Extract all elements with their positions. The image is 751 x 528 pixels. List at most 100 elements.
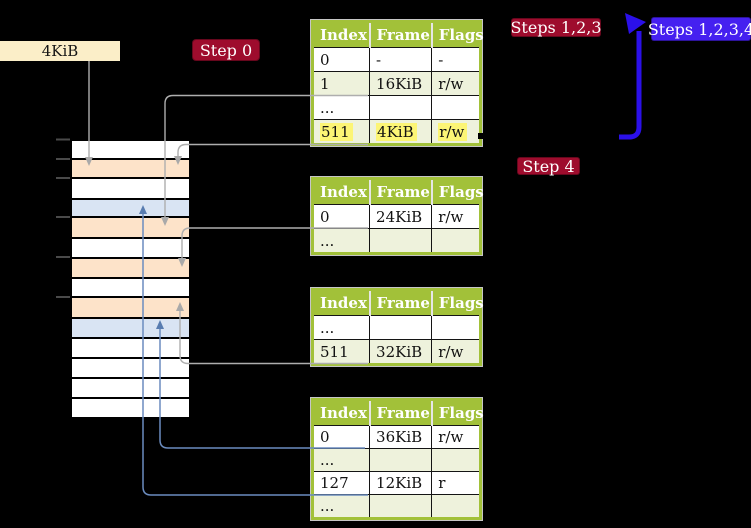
header-frame: Frame [368, 399, 432, 426]
header-flags: Flags [430, 178, 484, 205]
cell-flags [431, 315, 481, 340]
memory-frame-row-white [72, 141, 189, 158]
memory-frame-row-white [72, 359, 189, 377]
step-0-text: Step 0 [199, 40, 253, 60]
cell-flags [431, 228, 481, 254]
cell-index: ... [311, 228, 371, 254]
cell-frame [369, 494, 433, 519]
memory-frame-row-peach [72, 218, 189, 237]
header-index: Index [312, 21, 370, 48]
header-frame: Frame [368, 289, 432, 316]
steps-1234-text: Steps 1,2,3,4 [647, 19, 751, 39]
table-row: 0-- [311, 47, 481, 72]
table-row: ... [311, 448, 481, 472]
cell-frame [369, 95, 433, 120]
memory-frame-row-blue [72, 319, 189, 337]
cell-frame: 12KiB [369, 471, 433, 495]
header-index: Index [312, 399, 370, 426]
memory-frame-row-peach [72, 259, 189, 277]
cell-frame: 32KiB [369, 339, 433, 365]
cell-flags: r/w [431, 425, 481, 449]
cell-frame: 4KiB [369, 119, 433, 145]
steps-123-text: Steps 1,2,3 [510, 18, 602, 37]
connector-t1-entry511-to-frame-4kib [174, 143, 368, 165]
memory-frame-row-white [72, 399, 189, 417]
memory-frame-row-white [72, 279, 189, 296]
cell-frame [369, 448, 433, 472]
page-size-label-text: 4KiB [41, 42, 79, 60]
table-row: ... [311, 494, 481, 519]
cell-flags: r [431, 471, 481, 495]
step-4-badge: Step 4 [517, 156, 580, 176]
cell-flags [431, 494, 481, 519]
steps-loop-arrow-line [619, 31, 642, 140]
header-flags: Flags [430, 21, 484, 48]
memory-frame-row-peach [72, 160, 189, 177]
page-size-label: 4KiB [0, 41, 120, 61]
cell-frame [369, 228, 433, 254]
cell-index: 0 [311, 425, 371, 449]
cell-index: 127 [311, 471, 371, 495]
cell-index: 511 [311, 119, 371, 145]
memory-frame-row-white [72, 179, 189, 198]
steps-loop-arrowhead-icon [625, 13, 646, 34]
header-frame: Frame [368, 21, 432, 48]
cell-index: 0 [311, 47, 371, 72]
cell-flags [431, 448, 481, 472]
step-0-badge: Step 0 [192, 39, 260, 61]
header-flags: Flags [430, 399, 484, 426]
highlighted-value: 4KiB [376, 122, 417, 141]
memory-address-ticks [56, 138, 70, 298]
cell-index: 1 [311, 71, 371, 96]
cell-index: 0 [311, 204, 371, 229]
cell-flags: r/w [431, 339, 481, 365]
table-row: 511 4KiB r/w [311, 119, 481, 145]
cell-index: 511 [311, 339, 371, 365]
header-flags: Flags [430, 289, 484, 316]
memory-frame-row-peach [72, 298, 189, 317]
header-frame: Frame [368, 178, 432, 205]
cell-index: ... [311, 95, 371, 120]
highlighted-value: r/w [438, 122, 468, 141]
physical-memory-stack [70, 139, 191, 417]
cell-flags: r/w [431, 204, 481, 229]
cell-flags: r/w [431, 119, 481, 145]
cell-flags [431, 95, 481, 120]
memory-frame-row-white [72, 379, 189, 397]
table-row: ... [311, 95, 481, 120]
highlighted-value: 511 [320, 122, 353, 141]
cell-frame: 36KiB [369, 425, 433, 449]
table-row: ... [311, 315, 481, 340]
cell-frame: 16KiB [369, 71, 433, 96]
cell-index: ... [311, 448, 371, 472]
steps-123-badge: Steps 1,2,3 [510, 18, 602, 37]
steps-1234-badge: Steps 1,2,3,4 [647, 17, 751, 41]
header-index: Index [312, 289, 370, 316]
cell-flags: - [431, 47, 481, 72]
memory-frame-row-white [72, 339, 189, 357]
step-4-text: Step 4 [522, 156, 575, 176]
cell-frame: - [369, 47, 433, 72]
cell-index: ... [311, 494, 371, 519]
cell-frame [369, 315, 433, 340]
table-row: ... [311, 228, 481, 254]
memory-frame-row-blue [72, 200, 189, 216]
memory-frame-row-white [72, 239, 189, 257]
header-index: Index [312, 178, 370, 205]
steps-loop-arrow [619, 13, 646, 140]
cell-frame: 24KiB [369, 204, 433, 229]
cell-flags: r/w [431, 71, 481, 96]
